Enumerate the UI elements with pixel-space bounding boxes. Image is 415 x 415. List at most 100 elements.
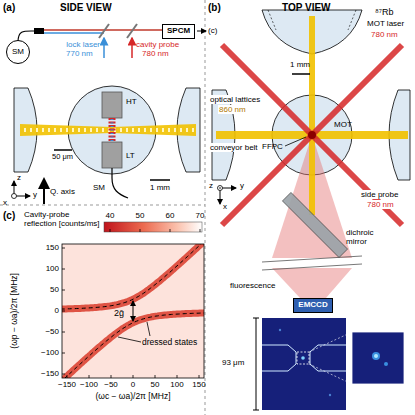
beam-splitter [127,24,137,38]
mot-cloud [308,131,316,139]
probe-arrow [131,38,133,58]
tick-mark [110,229,111,232]
annotation: dressed states [142,338,197,348]
panel-letter: (b) [208,2,221,14]
break-mark [262,256,362,262]
axis-name: Q. axis [50,187,75,196]
tick-mark [62,353,65,354]
species-name: ⁸⁷Rb [375,7,394,17]
signal-arrow [197,31,206,32]
colorbar-tick: 70 [196,211,205,220]
wavelength: 780 nm [371,30,398,39]
axis-title: (ωc − ωa)/2π [MHz] [95,392,170,402]
beam-name: optical lattices [209,95,261,104]
panel-letter: (a) [3,2,15,14]
splitting-arrow [133,301,134,321]
panel-title: TOP VIEW [282,2,331,14]
wavelength: 780 nm [142,49,169,58]
node-text: SPCM [167,27,190,36]
tick-label: 50 [151,380,160,389]
dimension: 50 μm [52,153,73,162]
tick-marks [62,229,200,378]
axis-title: (ωp − ωa)/2π [MHz] [10,273,20,349]
tick-label: 150 [46,243,59,252]
zoom-line [309,364,352,384]
atom-spot [301,356,305,360]
tick-mark [62,248,65,249]
axis-dot [219,187,221,189]
panel-divider [0,205,205,206]
part-name: LT [126,151,135,160]
beam-name: lock laser [66,40,100,49]
lattice-beam [309,16,315,215]
scale-bar [253,410,259,411]
fiber-outline [262,345,296,371]
leader-line [285,137,306,146]
lattice-beam [216,131,408,139]
fiber-mirror [102,92,122,118]
tick-mark [62,269,65,270]
tick-label: −100 [41,348,59,357]
tick-label: 150 [192,380,205,389]
tick-label: 0 [131,380,135,389]
scale-bar [150,179,170,181]
dimension: 93 μm [222,358,244,367]
tick-mark [133,375,134,378]
break-mark [262,264,362,270]
beam-splitter [99,24,109,38]
colorbar-tick: 40 [106,211,115,220]
leader-line [118,337,141,342]
lens-flange [348,10,356,30]
tick-mark [140,229,141,232]
fluorescence-cone [272,268,352,298]
tick-label: −50 [104,380,118,389]
beam-name: MOT laser [367,19,404,28]
axis-name: y [240,181,244,190]
tick-mark [177,375,178,378]
wavelength: 780 nm [366,200,395,209]
atom-spot [374,354,378,358]
cavity-mode [111,119,114,142]
zoom-box [297,352,309,364]
tick-mark [200,229,201,232]
axis-name: z [17,173,21,182]
dimension: 1 mm [290,60,310,69]
part-name: SM [93,183,105,192]
colorbar [104,222,202,232]
scale-bar [54,149,72,151]
panel-letter: (c) [3,210,15,222]
wavelength: 770 nm [66,49,93,58]
tick-mark [199,375,200,378]
tick-label: 100 [46,264,59,273]
panel-reference: (c) [208,26,217,35]
tick-mark [67,375,68,378]
axis-name: x [223,202,227,211]
camera-box: EMCCD [293,298,332,313]
fiber-outline [310,345,346,371]
tick-label: −50 [45,327,59,336]
camera-image [262,318,346,410]
fiber-mirror [102,142,122,168]
cavity-mode [109,118,116,142]
fiber [112,168,128,198]
tick-mark [155,375,156,378]
atom-spot [279,329,281,331]
zoom-image [352,332,404,384]
scale-bar [292,73,310,75]
colorbar-title: Cavity-probe reflection [counts/ms] [24,210,104,228]
lens-flange [268,10,276,30]
tick-label: 0 [55,306,59,315]
beam-name: side probe [360,190,399,199]
tick-mark [111,375,112,378]
tick-label: −150 [41,369,59,378]
detector-box: SPCM [162,24,195,39]
zoom-line [309,332,352,352]
axis-name: y [33,190,37,199]
splitting-label: 2ḡ [114,308,124,318]
lattice-beam [20,124,196,136]
node-text: EMCCD [298,301,327,310]
lock-beam [44,32,104,34]
tick-label: −100 [80,380,98,389]
mot-beam [222,45,402,225]
